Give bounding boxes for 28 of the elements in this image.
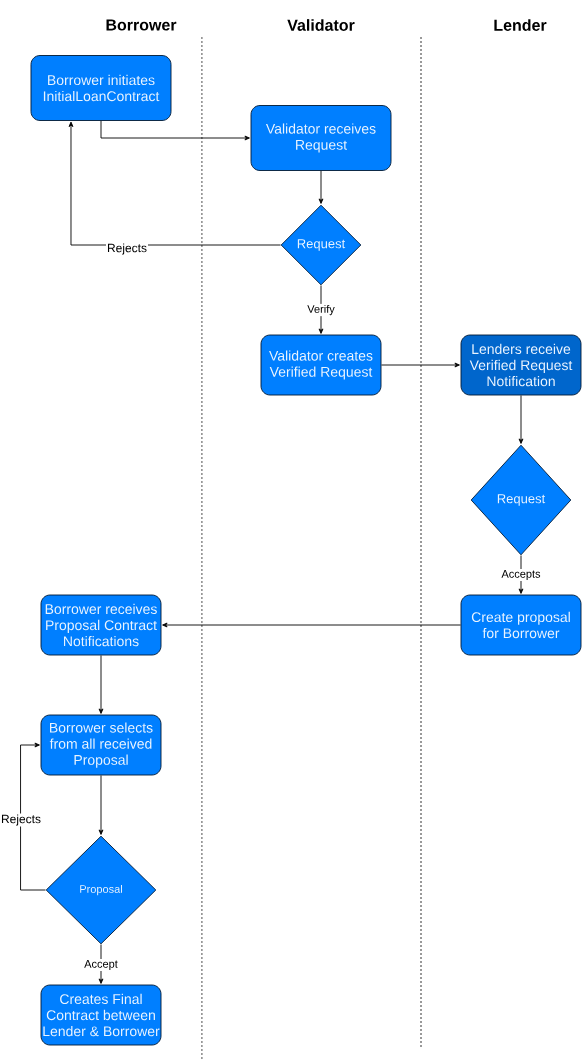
arrow	[318, 170, 324, 204]
process-box: Borrower initiates InitialLoanContract	[30, 55, 172, 121]
process-box: Borrower selects from all received Proposal	[40, 714, 162, 776]
edge-label: Verify	[306, 303, 336, 317]
edge-label: Rejects	[0, 813, 42, 827]
lane-header: Validator	[287, 19, 355, 31]
process-box: Lenders receive Verified Request Notification	[460, 334, 582, 396]
arrow	[318, 285, 324, 334]
lane-header: Lender	[494, 19, 547, 31]
process-box: Creates Final Contract between Lender & Borrower	[40, 984, 162, 1046]
process-box: Validator creates Verified Request	[260, 334, 382, 396]
arrow	[100, 120, 250, 141]
arrow	[98, 775, 104, 835]
arrow	[68, 121, 281, 246]
arrow	[381, 362, 460, 368]
edge-label: Accept	[83, 959, 119, 971]
arrow	[518, 395, 524, 444]
lane-header: Borrower	[106, 19, 177, 31]
arrow	[98, 944, 104, 984]
edge-label: Accepts	[500, 569, 542, 581]
arrow	[20, 742, 46, 891]
process-box: Validator receives Request	[250, 105, 392, 171]
edge-label: Rejects	[106, 242, 148, 256]
arrow	[162, 622, 461, 628]
process-box: Create proposal for Borrower	[460, 594, 582, 656]
arrow	[98, 655, 104, 714]
process-box: Borrower receives Proposal Contract Notifications	[40, 594, 162, 656]
arrow	[518, 555, 524, 594]
